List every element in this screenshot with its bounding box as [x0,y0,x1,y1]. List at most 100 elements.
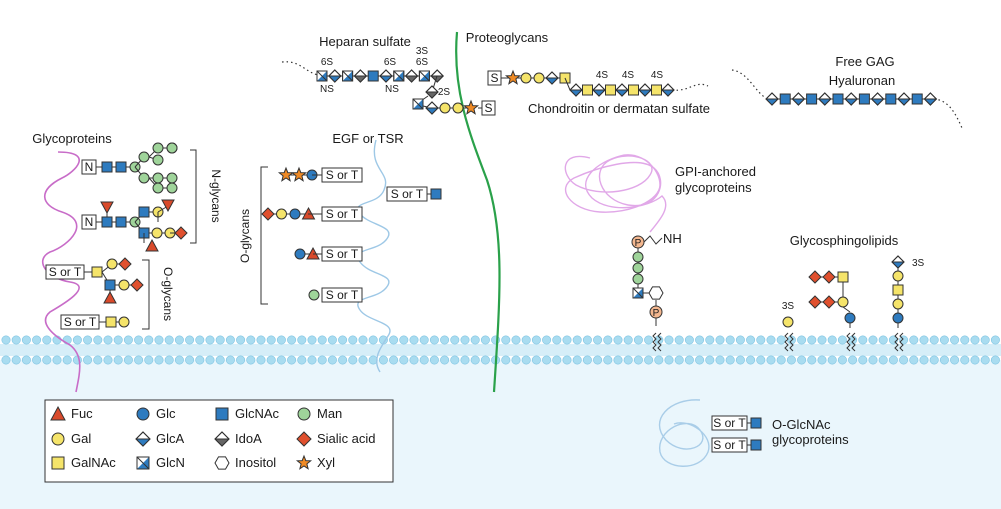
lipid-head [419,355,429,365]
lipid-head [511,335,521,345]
free-gag-label: Free GAG [835,54,894,69]
xylose-star [277,166,295,182]
sialic-acid-diamond [808,270,822,284]
lipid-head [990,355,1000,365]
legend-item-sialic-acid: Sialic acid [296,431,376,447]
lipid-head [715,355,725,365]
glucose-circle [289,208,301,220]
legend-item-glcn: GlcN [136,455,185,470]
lipid-head [950,335,960,345]
sulfation-4s: 4S [596,70,609,81]
lipid-head [644,335,654,345]
lipid-tail [846,332,851,352]
mannose-circle [166,182,178,194]
lipid-head [817,355,827,365]
xyl-icon [295,454,313,470]
lipid-head [766,355,776,365]
n-glycans-label: N-glycans [209,169,223,222]
lipid-head [225,355,235,365]
lipid-head [797,335,807,345]
inositol-hexagon [648,286,664,300]
glcn-half-square [316,70,328,82]
lipid-head [470,355,480,365]
galnac-square [105,316,117,328]
legend-label: Xyl [317,455,335,470]
lipid-head [1,355,11,365]
lipid-head [83,335,93,345]
legend-label: Gal [71,431,91,446]
legend-item-inositol: Inositol [214,455,276,470]
s-or-t: S or T [326,247,359,261]
lipid-head [215,335,225,345]
lipid-head [134,335,144,345]
proteoglycan-core-protein [455,31,501,393]
sialic-acid-diamond [808,295,822,309]
mannose-circle [152,154,164,166]
lipid-head [970,355,980,365]
lipid-head [164,335,174,345]
lipid-head [572,335,582,345]
idoa-half-diamond [353,69,368,83]
lipid-head [103,355,113,365]
lipid-head [735,335,745,345]
lipid-head [134,355,144,365]
galactose-circle [520,72,532,84]
glcnac-square [430,188,442,200]
glca-half-diamond [615,83,629,97]
galnac-square [628,84,639,96]
lipid-head [266,355,276,365]
lipid-head [327,335,337,345]
egf-tsr-label: EGF or TSR [332,131,403,146]
lipid-head [195,335,205,345]
glcnac-square [750,439,762,451]
lipid-head [185,355,195,365]
glcn-half-square [418,70,430,82]
lipid-head [174,335,184,345]
legend-item-glca: GlcA [135,431,185,447]
mannose-circle [632,251,644,263]
lipid-bilayer [0,335,1001,365]
lipid-head [297,355,307,365]
lipid-head [501,355,511,365]
lipid-head [878,335,888,345]
lipid-head [154,335,164,345]
glcn-half-square [632,287,644,299]
galactose-circle [118,316,130,328]
mannose-circle [166,142,178,154]
lipid-head [450,335,460,345]
legend-label: IdoA [235,431,262,446]
lipid-head [827,335,837,345]
s-or-t: S or T [64,315,97,329]
chain-continuation [281,61,319,76]
glca-half-diamond [818,92,832,106]
lipid-head [542,355,552,365]
lipid-head [205,335,215,345]
glca-half-diamond [592,83,606,97]
legend-item-fuc: Fuc [50,405,93,421]
man-icon [297,407,311,421]
lipid-head [297,335,307,345]
lipid-head [766,335,776,345]
lipid-head [307,335,317,345]
lipid-head [113,355,123,365]
lipid-head [460,335,470,345]
lipid-head [429,335,439,345]
legend-label: Fuc [71,406,93,421]
lipid-head [195,355,205,365]
heparan-sulfate-label: Heparan sulfate [319,34,411,49]
lipid-head [123,335,133,345]
egf-tsr-coil [357,139,391,373]
glycosidic-bond [564,77,571,91]
lipid-head [154,355,164,365]
mannose-circle [308,289,320,301]
lipid-tail [899,332,904,352]
lipid-head [807,335,817,345]
glca-icon [135,431,151,447]
n-glycans-bracket [190,149,197,244]
legend-item-idoa: IdoA [214,431,262,447]
sialic-acid-diamond [130,278,144,292]
lipid-head [317,355,327,365]
legend-label: Man [317,406,342,421]
lipid-head [215,355,225,365]
